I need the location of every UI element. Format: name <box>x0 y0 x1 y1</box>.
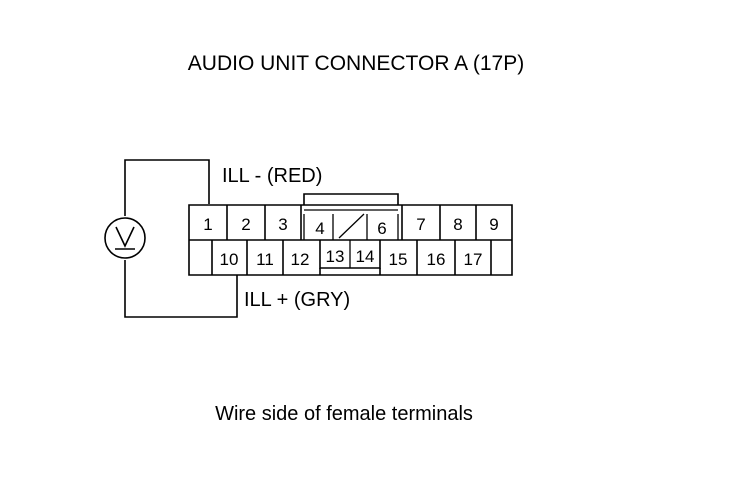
terminal-17: 17 <box>464 250 483 269</box>
terminal-3: 3 <box>278 215 287 234</box>
terminal-1: 1 <box>203 215 212 234</box>
terminal-8: 8 <box>453 215 462 234</box>
terminal-14: 14 <box>356 247 375 266</box>
diagram-caption: Wire side of female terminals <box>215 403 473 425</box>
terminal-7: 7 <box>416 215 425 234</box>
terminal-row-top: 1 2 3 4 6 7 8 9 <box>203 215 498 238</box>
connector-body <box>188 193 513 276</box>
terminal-13: 13 <box>326 247 345 266</box>
terminal-4: 4 <box>315 219 324 238</box>
terminal-row-bottom: 10 11 12 13 14 15 16 17 <box>220 247 483 269</box>
terminal-6: 6 <box>377 219 386 238</box>
probe-wire-negative <box>124 159 210 216</box>
terminal-12: 12 <box>291 250 310 269</box>
wire-label-positive: ILL + (GRY) <box>244 289 350 311</box>
terminal-9: 9 <box>489 215 498 234</box>
wire-label-negative: ILL - (RED) <box>222 165 322 187</box>
voltmeter-icon <box>104 217 146 259</box>
terminal-15: 15 <box>389 250 408 269</box>
terminal-11: 11 <box>256 250 274 269</box>
terminal-16: 16 <box>427 250 446 269</box>
diagram-title: AUDIO UNIT CONNECTOR A (17P) <box>188 52 524 75</box>
probe-wire-positive <box>124 260 238 318</box>
terminal-10: 10 <box>220 250 239 269</box>
terminal-2: 2 <box>241 215 250 234</box>
